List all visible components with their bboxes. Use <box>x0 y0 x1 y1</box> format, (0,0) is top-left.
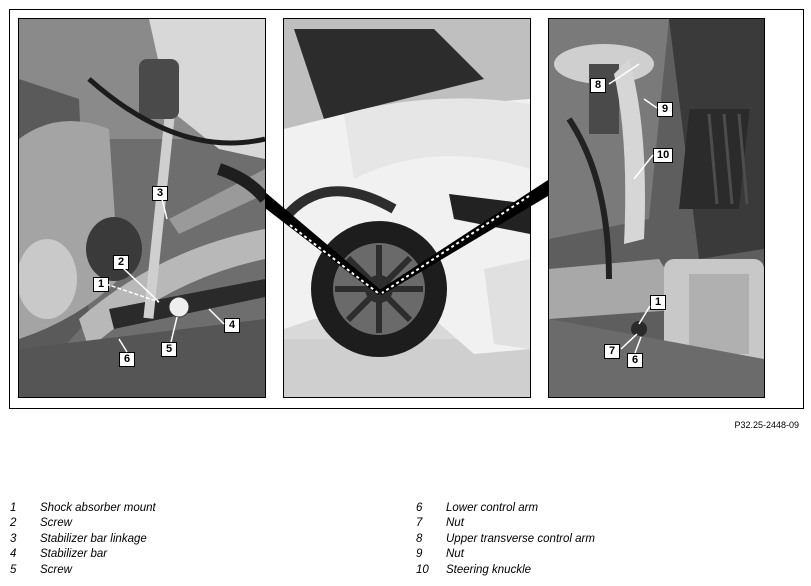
photo-vehicle-front <box>283 18 531 398</box>
callout-8: 8 <box>590 78 606 93</box>
figure-reference: P32.25-2448-09 <box>734 420 799 430</box>
callout-9: 9 <box>657 102 673 117</box>
callout-6: 6 <box>119 352 135 367</box>
photo-steering-knuckle-drawing <box>549 19 764 397</box>
photo-steering-knuckle: 8 9 10 1 7 6 <box>548 18 765 398</box>
callout-4: 4 <box>224 318 240 333</box>
photo-vehicle-front-drawing <box>284 19 530 397</box>
callout-3: 3 <box>152 186 168 201</box>
leader-lines-right <box>608 63 658 354</box>
callout-6-right: 6 <box>627 353 643 368</box>
callout-1-right: 1 <box>650 295 666 310</box>
figure-frame: 1 2 3 4 5 6 <box>9 9 804 409</box>
callout-5: 5 <box>161 342 177 357</box>
callout-2: 2 <box>113 255 129 270</box>
callout-7: 7 <box>604 344 620 359</box>
leader-lines-left <box>105 198 225 353</box>
photo-stabilizer-linkage: 1 2 3 4 5 6 <box>18 18 266 398</box>
